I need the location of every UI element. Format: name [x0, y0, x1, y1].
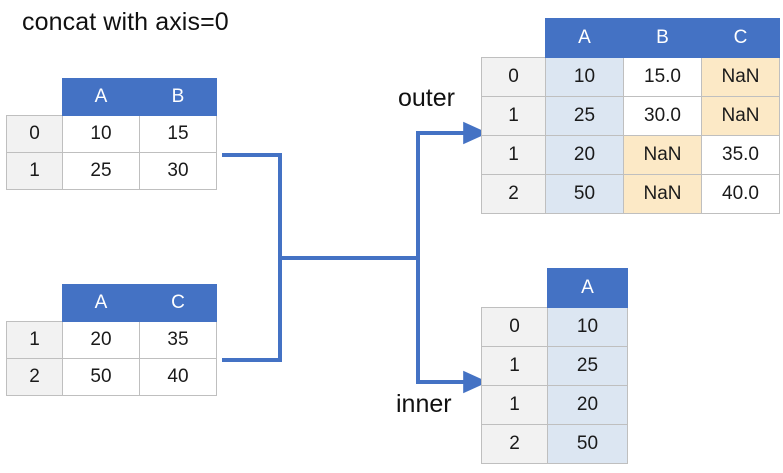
- cell-value: 20: [62, 321, 140, 359]
- connector-df1-to-trunk: [222, 153, 282, 260]
- cell-nan: NaN: [701, 96, 780, 136]
- cell-value: 25: [62, 152, 140, 190]
- row-index-cell: 0: [6, 115, 63, 153]
- table-corner-cell: [7, 285, 63, 322]
- row-index-cell: 0: [481, 57, 546, 97]
- cell-nan: NaN: [701, 57, 780, 97]
- cell-nan: NaN: [623, 135, 702, 175]
- row-index-cell: 1: [481, 96, 546, 136]
- column-header-a: A: [545, 18, 624, 58]
- table-corner-cell: [482, 269, 548, 308]
- table-inner-head: A: [482, 268, 628, 308]
- arrow-to-outer: [416, 121, 488, 258]
- row-index-cell: 1: [481, 385, 548, 425]
- column-header-b: B: [139, 78, 217, 116]
- cell-value: 35.0: [701, 135, 780, 175]
- cell-value: 15.0: [623, 57, 702, 97]
- column-header-a: A: [62, 284, 140, 322]
- cell-value: 30.0: [623, 96, 702, 136]
- column-header-a: A: [547, 268, 628, 308]
- branch-label-inner: inner: [396, 390, 452, 418]
- table-corner-cell: [482, 19, 546, 58]
- table-corner-cell: [7, 79, 63, 116]
- cell-value: 50: [62, 358, 140, 396]
- row-index-cell: 1: [481, 135, 546, 175]
- column-header-a: A: [62, 78, 140, 116]
- cell-value: 10: [547, 307, 628, 347]
- branch-label-outer: outer: [398, 84, 455, 112]
- cell-value: 30: [139, 152, 217, 190]
- row-index-cell: 2: [481, 174, 546, 214]
- cell-nan: NaN: [623, 174, 702, 214]
- column-header-c: C: [139, 284, 217, 322]
- cell-value: 10: [545, 57, 624, 97]
- cell-value: 20: [547, 385, 628, 425]
- cell-value: 40: [139, 358, 217, 396]
- cell-value: 40.0: [701, 174, 780, 214]
- row-index-cell: 0: [481, 307, 548, 347]
- row-index-cell: 1: [6, 321, 63, 359]
- cell-value: 50: [545, 174, 624, 214]
- cell-value: 15: [139, 115, 217, 153]
- cell-value: 25: [545, 96, 624, 136]
- arrow-to-inner: [416, 258, 488, 394]
- row-index-cell: 1: [481, 346, 548, 386]
- connector-df2-to-trunk: [222, 256, 282, 362]
- cell-value: 35: [139, 321, 217, 359]
- column-header-c: C: [701, 18, 780, 58]
- table-header-row: A: [482, 268, 628, 308]
- cell-value: 25: [547, 346, 628, 386]
- cell-value: 20: [545, 135, 624, 175]
- page-title: concat with axis=0: [22, 8, 229, 36]
- cell-value: 50: [547, 424, 628, 464]
- row-index-cell: 2: [481, 424, 548, 464]
- cell-value: 10: [62, 115, 140, 153]
- row-index-cell: 2: [6, 358, 63, 396]
- column-header-b: B: [623, 18, 702, 58]
- row-index-cell: 1: [6, 152, 63, 190]
